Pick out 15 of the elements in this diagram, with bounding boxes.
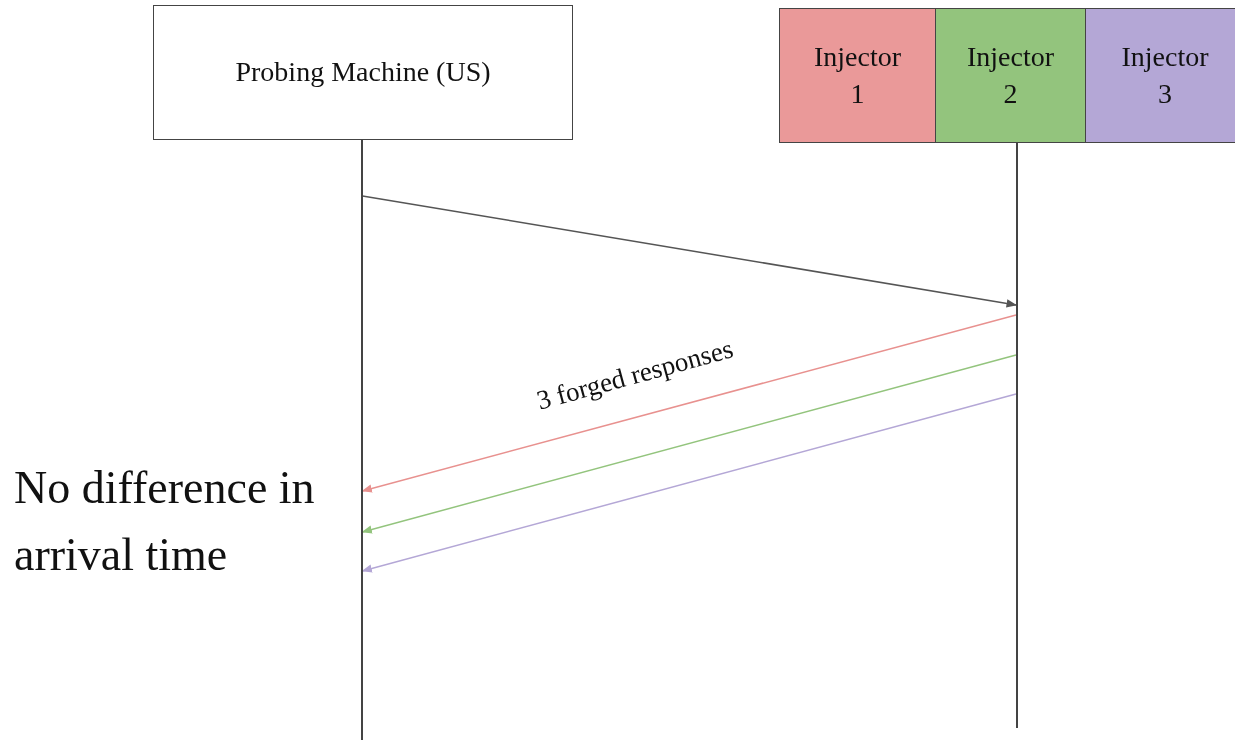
arrow	[361, 354, 1017, 534]
arrow	[361, 195, 1018, 308]
participant-box	[779, 8, 936, 143]
arrow	[361, 314, 1017, 493]
participant-label: Injector 1	[812, 40, 903, 111]
participant-label: Probing Machine (US)	[235, 55, 491, 90]
participant-label: Injector 2	[965, 40, 1056, 111]
lifeline	[1016, 143, 1018, 728]
participant-box	[935, 8, 1086, 143]
participant-box	[1085, 8, 1235, 143]
participant-label: Injector 3	[1120, 40, 1210, 111]
participant-box	[153, 5, 573, 140]
arrow	[361, 393, 1017, 573]
note-text: No difference in arrival time	[14, 461, 316, 582]
lifeline	[361, 140, 363, 740]
